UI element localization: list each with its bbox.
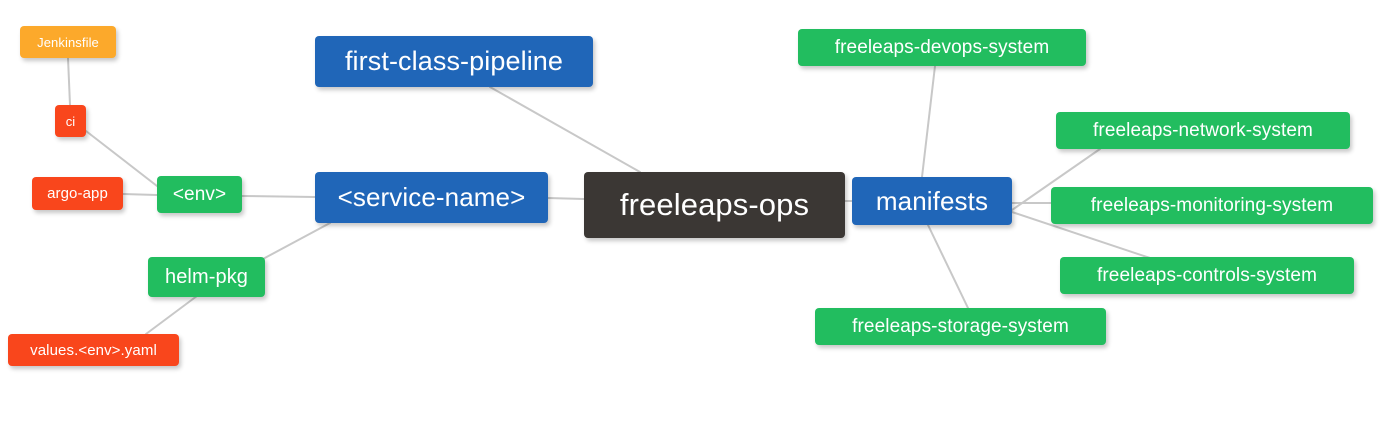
node-label: Jenkinsfile xyxy=(37,34,99,50)
edge-manifests-to-storage xyxy=(927,224,969,309)
node-ci[interactable]: ci xyxy=(55,105,86,137)
node-label: first-class-pipeline xyxy=(344,46,564,76)
node-values-yaml[interactable]: values.<env>.yaml xyxy=(8,334,179,366)
node-label: manifests xyxy=(875,185,989,216)
node-label: ci xyxy=(65,113,76,129)
node-label: <env> xyxy=(172,183,227,205)
node-devops[interactable]: freeleaps-devops-system xyxy=(798,29,1086,66)
node-jenkinsfile[interactable]: Jenkinsfile xyxy=(20,26,116,58)
node-label: freeleaps-storage-system xyxy=(852,315,1069,337)
node-label: argo-app xyxy=(47,185,108,202)
node-label: values.<env>.yaml xyxy=(30,341,157,359)
node-label: freeleaps-monitoring-system xyxy=(1090,194,1334,216)
edge-env-to-service-name xyxy=(241,195,316,198)
edge-manifests-to-devops xyxy=(921,65,936,178)
node-label: freeleaps-network-system xyxy=(1093,119,1313,141)
node-manifests[interactable]: manifests xyxy=(852,177,1012,225)
node-label: helm-pkg xyxy=(164,265,249,288)
node-label: freeleaps-controls-system xyxy=(1096,264,1318,286)
node-pipeline[interactable]: first-class-pipeline xyxy=(315,36,593,87)
node-service-name[interactable]: <service-name> xyxy=(315,172,548,223)
node-env[interactable]: <env> xyxy=(157,176,242,213)
node-argo-app[interactable]: argo-app xyxy=(32,177,123,210)
node-network[interactable]: freeleaps-network-system xyxy=(1056,112,1350,149)
node-label: freeleaps-ops xyxy=(619,187,810,222)
node-storage[interactable]: freeleaps-storage-system xyxy=(815,308,1106,345)
node-monitoring[interactable]: freeleaps-monitoring-system xyxy=(1051,187,1373,224)
node-label: <service-name> xyxy=(337,182,526,212)
edge-jenkinsfile-to-ci xyxy=(67,57,71,106)
node-label: freeleaps-devops-system xyxy=(834,36,1050,58)
edge-service-name-to-root xyxy=(547,197,585,200)
node-helm-pkg[interactable]: helm-pkg xyxy=(148,257,265,297)
node-root[interactable]: freeleaps-ops xyxy=(584,172,845,238)
node-controls[interactable]: freeleaps-controls-system xyxy=(1060,257,1354,294)
edge-argo-app-to-env xyxy=(122,193,158,196)
edge-pipeline-to-root xyxy=(489,86,641,173)
